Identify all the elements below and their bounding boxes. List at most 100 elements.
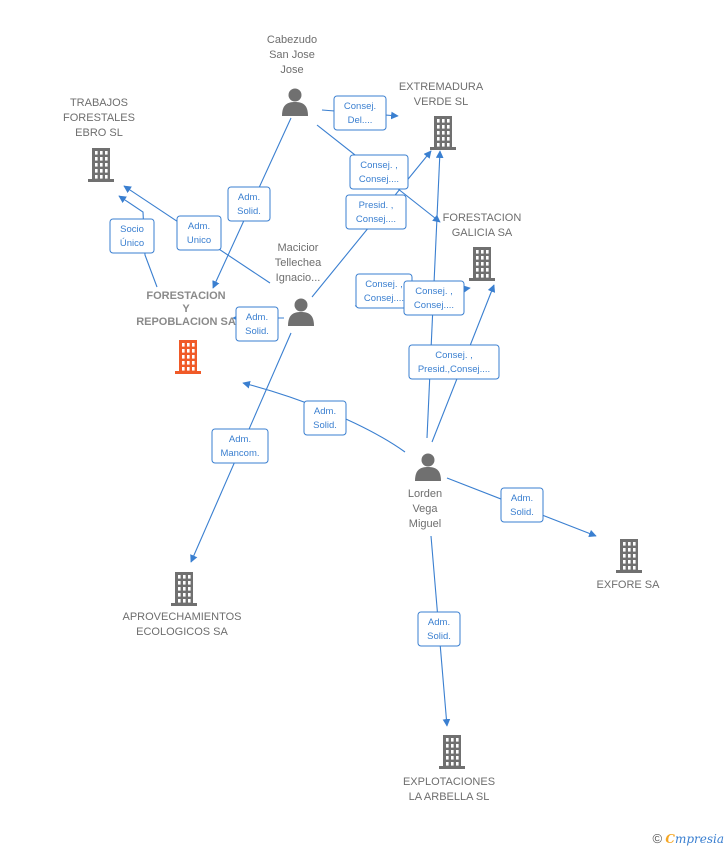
edge-label-box[interactable] [176, 215, 222, 251]
edge-label-text: Solid. [427, 631, 451, 642]
edge-label-text: Adm. [246, 312, 268, 323]
node-trabajos[interactable]: TRABAJOS FORESTALES EBRO SL [63, 97, 135, 182]
node-macicior[interactable]: MaciciorTellecheaIgnacio... [275, 242, 322, 326]
node-label-explotaciones[interactable]: LA ARBELLA SL [409, 791, 490, 803]
edge-label-box[interactable] [408, 344, 500, 380]
edge-label-text: Adm. [314, 406, 336, 417]
node-label-extremadura[interactable]: EXTREMADURA [399, 81, 484, 93]
node-label-macicior[interactable]: Macicior [278, 242, 319, 254]
edge-label-text: Adm. [229, 434, 251, 445]
building-icon [469, 247, 495, 281]
edge-label-text: Único [120, 238, 144, 249]
edge-label-lor-exf[interactable]: Adm. Solid. [500, 487, 544, 523]
edge-label-text: Adm. [188, 221, 210, 232]
edge-label-lor-for[interactable]: Adm. Solid. [303, 400, 347, 436]
edge-label-box[interactable] [333, 95, 387, 131]
node-label-cabezudo[interactable]: San Jose [269, 49, 315, 61]
edge-label-text: Presid. , [359, 200, 394, 211]
edge-label-cab-ext[interactable]: Consej. Del.... [333, 95, 387, 131]
edge-label-box[interactable] [109, 218, 155, 254]
node-label-forestacion[interactable]: FORESTACION [146, 290, 225, 302]
edge-label-text: Consej.... [364, 293, 404, 304]
edge-label-mac-for[interactable]: Adm. Solid. [235, 306, 279, 342]
copyright-icon: © [652, 831, 663, 846]
node-label-macicior[interactable]: Ignacio... [276, 272, 321, 284]
node-galicia[interactable]: FORESTACION GALICIA SA [443, 212, 522, 281]
edge-label-box[interactable] [227, 186, 271, 222]
edge-label-text: Socio [120, 224, 144, 235]
edge-label-cab-gal[interactable]: Consej. , Consej.... [349, 154, 409, 190]
edge-label-text: Solid. [510, 507, 534, 518]
footer-brand: © Cmpresia [652, 831, 724, 846]
edge-label-text: Adm. [511, 493, 533, 504]
building-icon [175, 340, 201, 374]
node-label-cabezudo[interactable]: Cabezudo [267, 34, 317, 46]
edge-label-text: Del.... [348, 115, 373, 126]
node-label-galicia[interactable]: GALICIA SA [452, 227, 513, 239]
edge-label-lor-ext[interactable]: Consej. , Consej.... [403, 280, 465, 316]
edge-label-text: Consej. , [415, 286, 453, 297]
node-aprovechamientos[interactable]: APROVECHAMIENTOS ECOLOGICOS SA [123, 572, 242, 638]
brand-logo: Cmpresia [665, 832, 724, 846]
edge-label-text: Solid. [237, 206, 261, 217]
node-label-exfore[interactable]: EXFORE SA [597, 579, 661, 591]
edge-label-text: Solid. [245, 326, 269, 337]
edge-label-text: Adm. [238, 192, 260, 203]
edge-label-box[interactable] [500, 487, 544, 523]
edge-label-text: Consej. , [360, 160, 398, 171]
building-icon [430, 116, 456, 150]
edge-label-mac-apr[interactable]: Adm. Mancom. [211, 428, 269, 464]
edge-label-cab-for[interactable]: Adm. Solid. [227, 186, 271, 222]
node-label-aprovechamientos[interactable]: APROVECHAMIENTOS [123, 611, 242, 623]
node-label-aprovechamientos[interactable]: ECOLOGICOS SA [136, 626, 228, 638]
node-label-lorden[interactable]: Lorden [408, 488, 442, 500]
node-label-cabezudo[interactable]: Jose [280, 64, 303, 76]
edge-label-box[interactable] [417, 611, 461, 647]
edge-label-mac-gal[interactable]: Consej. , Consej.... [355, 273, 413, 309]
node-label-trabajos[interactable]: FORESTALES [63, 112, 135, 124]
edge-label-lor-gal[interactable]: Consej. ,Presid.,Consej.... [408, 344, 500, 380]
node-label-forestacion[interactable]: REPOBLACION SA [136, 316, 236, 328]
node-label-trabajos[interactable]: TRABAJOS [70, 97, 128, 109]
edge-label-text: Mancom. [220, 448, 259, 459]
edge-label-text: Consej. , [365, 279, 403, 290]
node-extremadura[interactable]: EXTREMADURA VERDE SL [399, 81, 484, 150]
building-icon [439, 735, 465, 769]
node-explotaciones[interactable]: EXPLOTACIONES LA ARBELLA SL [403, 735, 495, 803]
node-label-trabajos[interactable]: EBRO SL [75, 127, 123, 139]
edge-label-box[interactable] [235, 306, 279, 342]
node-exfore[interactable]: EXFORE SA [597, 539, 661, 591]
person-icon [288, 298, 314, 326]
edge-label-mac-tra[interactable]: Adm. Unico [176, 215, 222, 251]
node-label-extremadura[interactable]: VERDE SL [414, 96, 468, 108]
building-icon [88, 148, 114, 182]
edge-label-box[interactable] [403, 280, 465, 316]
edge-label-box[interactable] [303, 400, 347, 436]
edge-label-text: Consej.... [356, 214, 396, 225]
edge-label-box[interactable] [211, 428, 269, 464]
node-label-lorden[interactable]: Miguel [409, 518, 441, 530]
node-label-lorden[interactable]: Vega [412, 503, 438, 515]
edge-label-mac-ext[interactable]: Presid. , Consej.... [345, 194, 407, 230]
edge-label-lor-exp[interactable]: Adm.Solid. [417, 611, 461, 647]
edge-label-box[interactable] [349, 154, 409, 190]
edge-label-text: Consej.... [359, 174, 399, 185]
edge-label-box[interactable] [345, 194, 407, 230]
node-label-galicia[interactable]: FORESTACION [443, 212, 522, 224]
edge-label-text: Solid. [313, 420, 337, 431]
building-icon [616, 539, 642, 573]
building-icon [171, 572, 197, 606]
edge-label-text: Consej.... [414, 300, 454, 311]
node-label-explotaciones[interactable]: EXPLOTACIONES [403, 776, 495, 788]
edge-label-text: Unico [187, 235, 211, 246]
edge-label-text: Consej. [344, 101, 376, 112]
node-label-macicior[interactable]: Tellechea [275, 257, 322, 269]
person-icon [415, 453, 441, 481]
node-label-forestacion[interactable]: Y [182, 303, 190, 315]
edge-label-text: Consej. , [435, 350, 473, 361]
